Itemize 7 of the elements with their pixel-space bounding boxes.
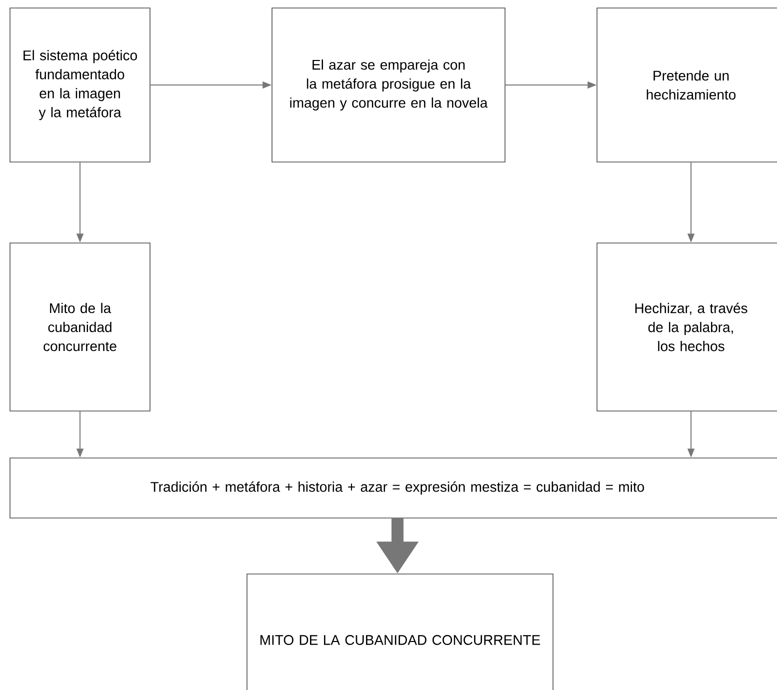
process-box: Mito de la cubanidad concurrente bbox=[10, 242, 150, 412]
process-box: El azar se empareja con la metáfora prosigue en la imagen y concurre en la novela bbox=[272, 8, 506, 162]
process-box: MITO DE LA CUBANIDAD CONCURRENTE bbox=[246, 574, 554, 690]
process-box: Tradición + metáfora + historia + azar = expresión mestiza = cubanidad = mito bbox=[10, 458, 777, 518]
process-box: Hechizar, a través de la palabra, los hechos bbox=[596, 242, 777, 412]
process-box: Pretende un hechizamiento bbox=[596, 8, 777, 162]
process-box: El sistema poético fundamentado en la imagen y la metáfora bbox=[10, 8, 150, 162]
